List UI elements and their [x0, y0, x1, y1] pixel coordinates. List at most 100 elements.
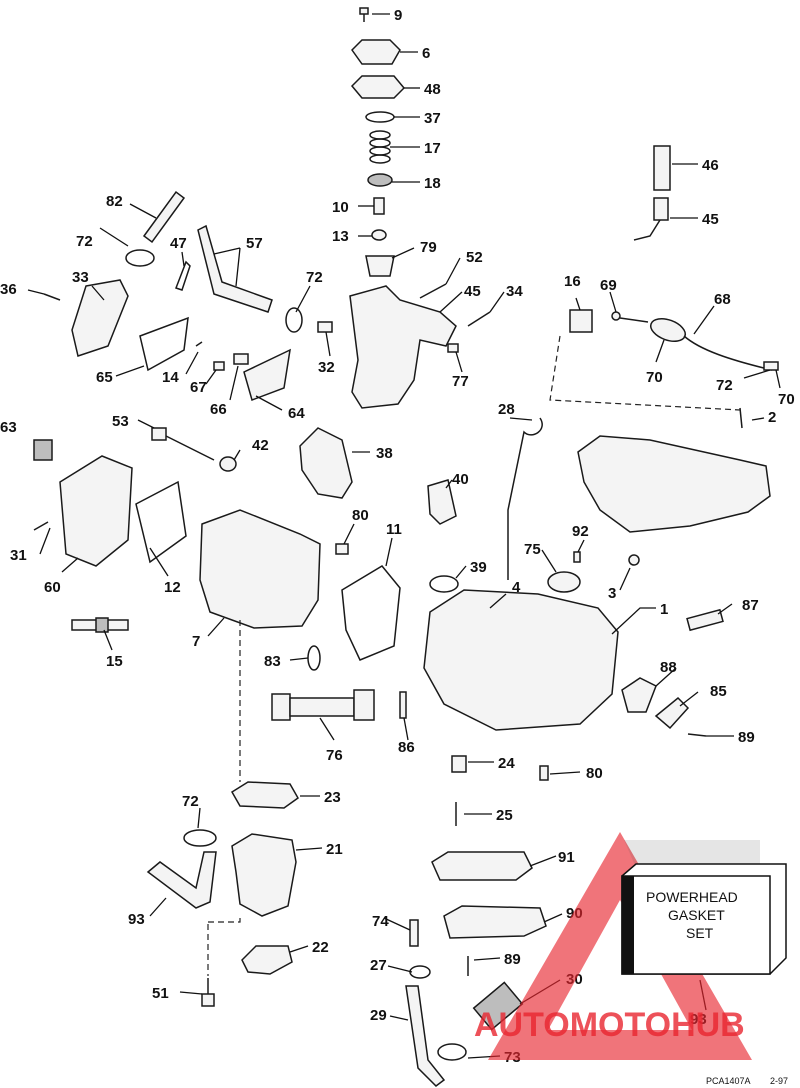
callout-64: 66 — [210, 401, 227, 418]
part-72-clamp-a — [125, 249, 155, 267]
part-72-clamp-c — [183, 829, 217, 847]
parts-layer — [33, 7, 779, 1087]
part-47-bracket — [175, 260, 191, 291]
callout-84: 86 — [398, 739, 415, 756]
callout-34: 34 — [506, 283, 523, 300]
callout-92: 93 — [128, 911, 145, 928]
callout-23: 23 — [324, 789, 341, 806]
part-13-washer — [371, 229, 387, 241]
callout-68: 69 — [600, 277, 617, 294]
callout-22: 22 — [312, 939, 329, 956]
callout-80: 83 — [264, 653, 281, 670]
part-89-plate — [443, 905, 547, 939]
callout-31: 33 — [72, 269, 89, 286]
callout-17: 17 — [424, 140, 441, 157]
part-3-plug — [628, 554, 640, 566]
callout-66: 68 — [714, 291, 731, 308]
callout-72c: 72 — [182, 793, 199, 810]
callout-40: 40 — [452, 471, 469, 488]
part-33-dipstick — [507, 417, 543, 580]
gasket-set-box-spine — [622, 876, 634, 974]
part-18-seat — [367, 173, 393, 187]
part-84-pin — [399, 691, 407, 719]
callout-63: 64 — [288, 405, 305, 422]
callout-16: 16 — [564, 273, 581, 290]
callout-86: 88 — [660, 659, 677, 676]
callout-72a: 72 — [76, 233, 93, 250]
part-17-spring — [369, 130, 391, 164]
part-83-fitting — [686, 608, 724, 632]
part-87-screw — [687, 733, 707, 737]
callout-37: 37 — [424, 110, 441, 127]
callout-18: 18 — [424, 175, 441, 192]
callout-52: 52 — [466, 249, 483, 266]
part-45-sensor — [633, 197, 669, 241]
callout-15: 15 — [106, 653, 123, 670]
part-79-pin — [335, 543, 349, 555]
part-39-oring — [429, 575, 459, 593]
part-37-oring — [365, 111, 395, 123]
part-1-cover — [577, 435, 771, 533]
kit-label-line-1: POWERHEAD — [646, 889, 738, 905]
part-52-bolt — [419, 283, 447, 299]
callout-44: 45 — [464, 283, 481, 300]
part-53-bolt — [151, 427, 215, 461]
part-74-seal — [547, 571, 581, 593]
callout-53: 53 — [112, 413, 129, 430]
part-32-screw — [33, 521, 49, 531]
gasket-set-box: POWERHEAD GASKET SET — [621, 863, 787, 975]
part-28-hose — [405, 985, 446, 1087]
part-4-crankcase — [423, 589, 619, 731]
part-9-screw — [359, 7, 369, 22]
part-92-hose — [146, 851, 217, 909]
part-31-bracket — [71, 279, 129, 357]
part-10-valve — [373, 197, 385, 215]
part-62-decal — [33, 439, 53, 461]
part-34-bolt — [467, 311, 491, 327]
part-63-plate — [243, 348, 291, 401]
callout-10: 10 — [332, 199, 349, 216]
part-12-gasket — [135, 480, 187, 564]
part-78-pin — [539, 765, 549, 781]
callouts-layer: 9 6 48 37 17 18 10 13 79 52 45 34 77 32 … — [0, 7, 795, 1066]
part-72-clamp-d — [437, 1043, 467, 1061]
part-21-housing — [231, 833, 297, 917]
part-22-cover — [241, 945, 293, 975]
part-85-plate — [654, 696, 690, 730]
part-27-clamp — [409, 965, 431, 979]
part-61-gasket — [139, 316, 189, 372]
part-72-clamp-b — [285, 307, 303, 333]
callout-3: 3 — [608, 585, 616, 602]
part-51-screw — [201, 978, 215, 1007]
callout-27: 27 — [370, 957, 387, 974]
callout-25: 25 — [496, 807, 513, 824]
part-64-plate — [233, 353, 249, 365]
part-24-bushing — [451, 755, 467, 773]
part-82-hose — [142, 190, 186, 244]
watermark-triangle — [488, 832, 752, 1060]
callout-87: 89 — [738, 729, 755, 746]
callout-61: 65 — [96, 369, 113, 386]
part-11-gasket — [341, 565, 401, 661]
callout-79: 80 — [352, 507, 369, 524]
part-86-gasket — [621, 677, 657, 713]
callout-36: 36 — [0, 281, 17, 298]
callout-14: 14 — [162, 369, 179, 386]
part-23-gasket — [230, 781, 299, 809]
callout-33: 28 — [498, 401, 515, 418]
part-75-exhaust — [271, 689, 375, 721]
part-80-oring — [307, 645, 321, 671]
callout-74: 75 — [524, 541, 541, 558]
callout-91: 92 — [572, 523, 589, 540]
callout-60: 60 — [44, 579, 61, 596]
part-36-screw — [43, 293, 61, 301]
part-91-pin — [573, 551, 581, 563]
callout-38: 38 — [376, 445, 393, 462]
footer-code: PCA1407A — [706, 1076, 751, 1086]
callout-78: 80 — [586, 765, 603, 782]
callout-46: 46 — [702, 157, 719, 174]
callout-1: 1 — [660, 601, 668, 618]
callout-69: 70 — [778, 391, 795, 408]
part-14-pin — [195, 341, 203, 347]
